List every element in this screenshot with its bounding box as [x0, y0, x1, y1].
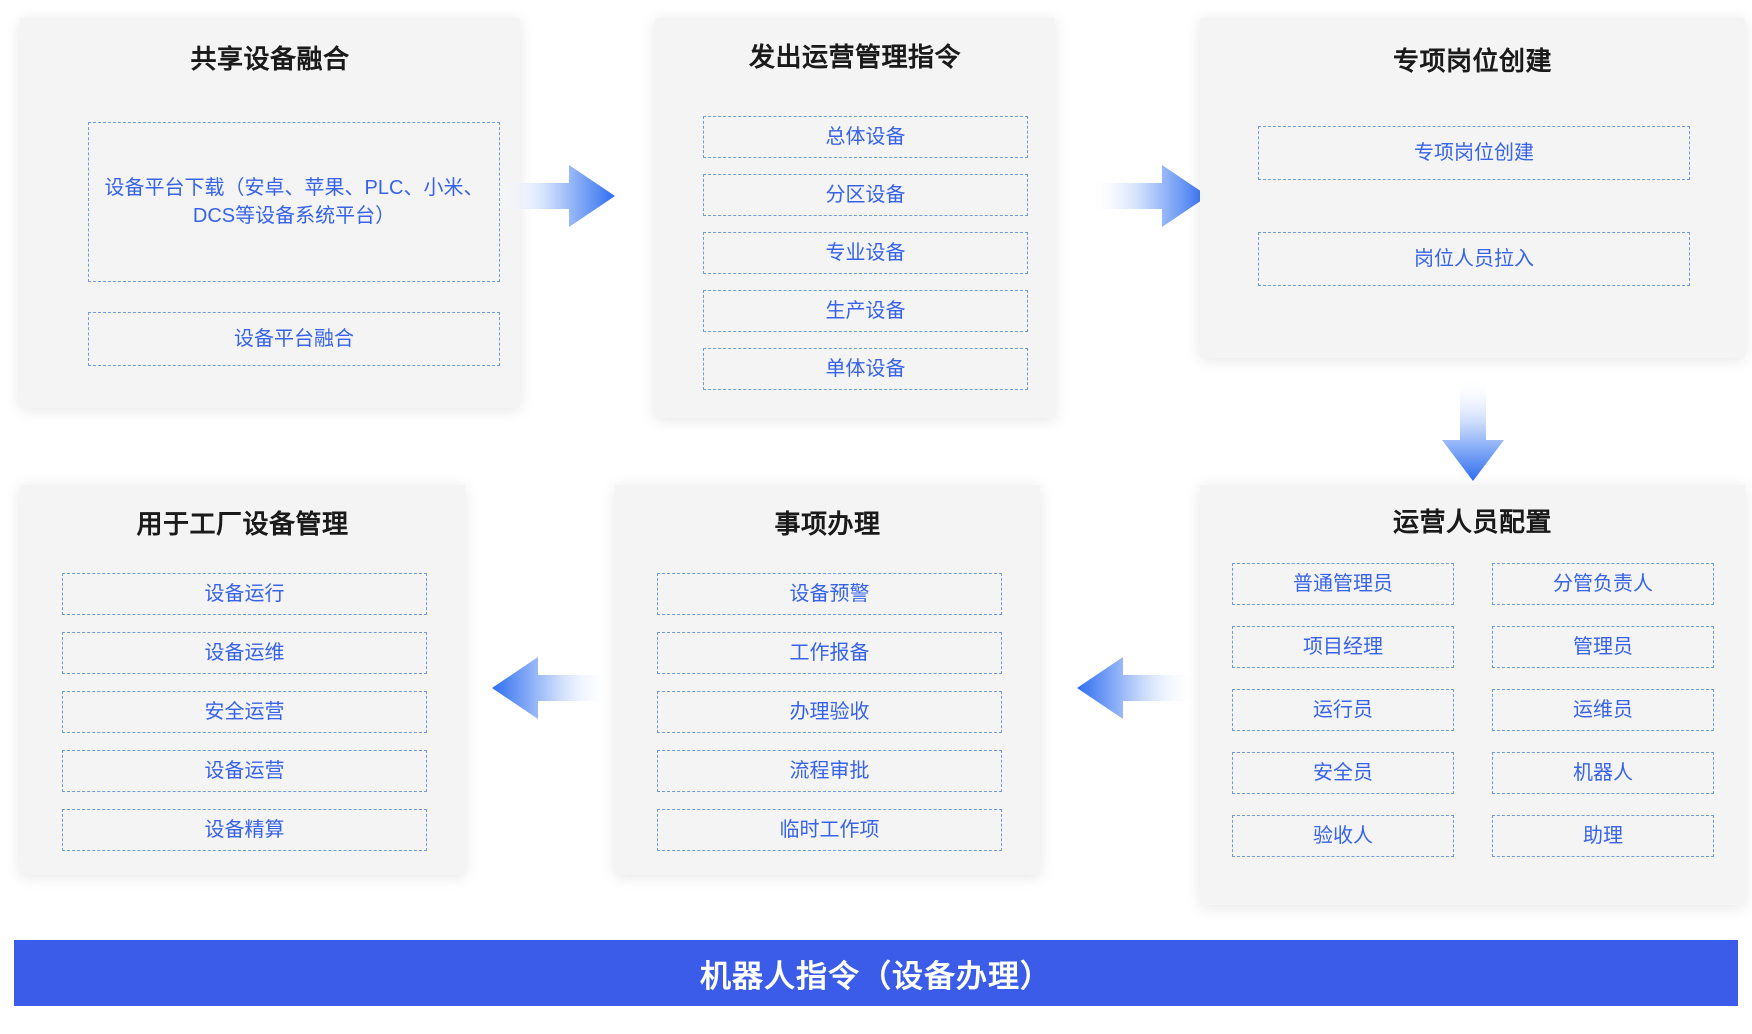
panel-title-affairs-handling: 事项办理 [774, 509, 881, 539]
factory-item-list: 设备运行 设备运维 安全运营 设备运营 设备精算 [62, 573, 427, 868]
panel-title-dispatch-command: 发出运营管理指令 [748, 42, 961, 72]
item-device-warning[interactable]: 设备预警 [657, 573, 1002, 615]
panel-share-device: 共享设备融合 设备平台下载（安卓、苹果、PLC、小米、DCS等设备系统平台） 设… [20, 18, 520, 408]
affairs-item-list: 设备预警 工作报备 办理验收 流程审批 临时工作项 [657, 573, 1002, 868]
item-device-platform-fusion[interactable]: 设备平台融合 [88, 312, 500, 366]
item-work-report[interactable]: 工作报备 [657, 632, 1002, 674]
item-special-post-create[interactable]: 专项岗位创建 [1258, 126, 1690, 180]
item-professional-device[interactable]: 专业设备 [703, 232, 1028, 274]
item-single-device[interactable]: 单体设备 [703, 348, 1028, 390]
arrow-share-to-dispatch [497, 163, 617, 229]
item-general-admin[interactable]: 普通管理员 [1232, 563, 1454, 605]
panel-title-factory-management: 用于工厂设备管理 [136, 509, 349, 539]
item-project-manager[interactable]: 项目经理 [1232, 626, 1454, 668]
item-temporary-work[interactable]: 临时工作项 [657, 809, 1002, 851]
item-robot[interactable]: 机器人 [1492, 752, 1714, 794]
item-device-running[interactable]: 设备运行 [62, 573, 427, 615]
item-production-device[interactable]: 生产设备 [703, 290, 1028, 332]
dispatch-item-list: 总体设备 分区设备 专业设备 生产设备 单体设备 [703, 116, 1028, 406]
arrow-staff-to-affairs [1075, 655, 1195, 721]
item-maintainer[interactable]: 运维员 [1492, 689, 1714, 731]
item-acceptance-person[interactable]: 验收人 [1232, 815, 1454, 857]
item-device-platform-download[interactable]: 设备平台下载（安卓、苹果、PLC、小米、DCS等设备系统平台） [88, 122, 500, 282]
bottom-bar-label: 机器人指令（设备办理） [700, 958, 1052, 994]
bottom-bar-robot-command: 机器人指令（设备办理） [14, 940, 1738, 1006]
panel-special-post: 专项岗位创建 专项岗位创建 岗位人员拉入 [1200, 18, 1745, 358]
panel-title-staff-config: 运营人员配置 [1392, 507, 1552, 537]
special-post-item-list: 专项岗位创建 岗位人员拉入 [1258, 126, 1690, 338]
item-safety-officer[interactable]: 安全员 [1232, 752, 1454, 794]
arrow-post-to-staff [1440, 378, 1506, 483]
item-admin[interactable]: 管理员 [1492, 626, 1714, 668]
arrow-dispatch-to-post [1090, 163, 1210, 229]
item-responsible-lead[interactable]: 分管负责人 [1492, 563, 1714, 605]
item-device-maintenance[interactable]: 设备运维 [62, 632, 427, 674]
panel-staff-config: 运营人员配置 普通管理员 分管负责人 项目经理 管理员 运行员 运维员 安全员 … [1200, 485, 1745, 905]
item-handle-acceptance[interactable]: 办理验收 [657, 691, 1002, 733]
item-post-staff-pull-in[interactable]: 岗位人员拉入 [1258, 232, 1690, 286]
item-device-accounting[interactable]: 设备精算 [62, 809, 427, 851]
staff-config-grid: 普通管理员 分管负责人 项目经理 管理员 运行员 运维员 安全员 机器人 验收人… [1232, 563, 1714, 857]
panel-dispatch-command: 发出运营管理指令 总体设备 分区设备 专业设备 生产设备 单体设备 [655, 18, 1055, 418]
panel-factory-management: 用于工厂设备管理 设备运行 设备运维 安全运营 设备运营 设备精算 [20, 485, 465, 875]
arrow-affairs-to-factory [490, 655, 610, 721]
item-overall-device[interactable]: 总体设备 [703, 116, 1028, 158]
item-safe-operation[interactable]: 安全运营 [62, 691, 427, 733]
panel-title-share-device: 共享设备融合 [190, 44, 350, 74]
item-zone-device[interactable]: 分区设备 [703, 174, 1028, 216]
panel-affairs-handling: 事项办理 设备预警 工作报备 办理验收 流程审批 临时工作项 [615, 485, 1040, 875]
item-assistant[interactable]: 助理 [1492, 815, 1714, 857]
item-device-operation[interactable]: 设备运营 [62, 750, 427, 792]
item-operator[interactable]: 运行员 [1232, 689, 1454, 731]
item-process-approval[interactable]: 流程审批 [657, 750, 1002, 792]
panel-title-special-post: 专项岗位创建 [1392, 46, 1552, 76]
